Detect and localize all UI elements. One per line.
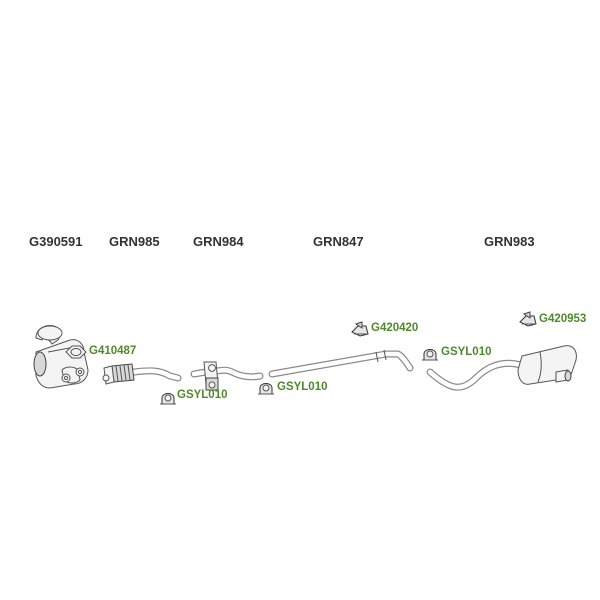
part-grn985-front-pipe[interactable] (102, 363, 182, 385)
accessory-label-gsyl010[interactable]: GSYL010 (441, 346, 492, 358)
part-grn847-rear-pipe[interactable] (268, 349, 414, 378)
accessory-label-g410487[interactable]: G410487 (89, 345, 137, 357)
clamp-gsyl010-icon[interactable] (422, 349, 438, 361)
clamp-gsyl010-icon[interactable] (258, 383, 274, 395)
mount-g420953-icon[interactable] (519, 311, 537, 327)
part-label-grn983: GRN983 (484, 234, 535, 249)
accessory-label-gsyl010[interactable]: GSYL010 (177, 389, 228, 401)
part-label-g390591: G390591 (29, 234, 83, 249)
accessory-label-g420420[interactable]: G420420 (371, 322, 419, 334)
part-grn984-intermediate-pipe[interactable] (190, 361, 264, 391)
part-label-grn847: GRN847 (313, 234, 364, 249)
accessory-label-g420953[interactable]: G420953 (539, 313, 587, 325)
part-label-grn984: GRN984 (193, 234, 244, 249)
mount-g420420-icon[interactable] (351, 321, 369, 337)
accessory-label-gsyl010[interactable]: GSYL010 (277, 381, 328, 393)
clamp-gsyl010-icon[interactable] (160, 393, 176, 405)
gasket-g410487-icon[interactable] (65, 345, 87, 359)
part-label-grn985: GRN985 (109, 234, 160, 249)
part-grn983-rear-silencer[interactable] (426, 345, 577, 391)
